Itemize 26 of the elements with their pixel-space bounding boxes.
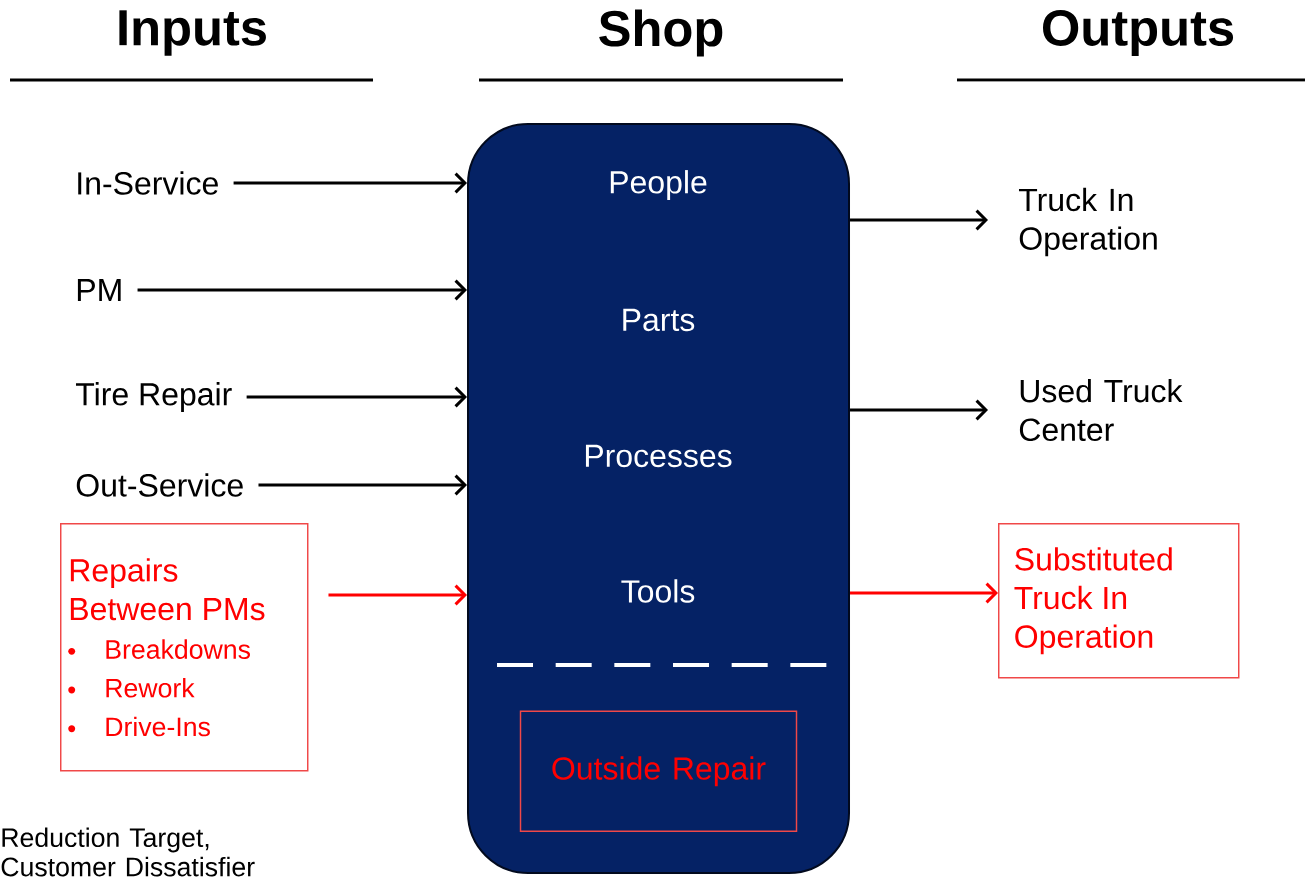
output-label: Used Truck Center xyxy=(1019,378,1183,442)
input-label: PM xyxy=(77,279,121,301)
arrow xyxy=(233,172,467,194)
column-heading: Outputs xyxy=(1043,10,1234,56)
column-heading: Inputs xyxy=(119,10,266,56)
resource-label: Processes xyxy=(585,444,732,468)
arrow xyxy=(850,399,988,421)
arrow xyxy=(258,474,467,496)
arrow xyxy=(137,279,467,301)
column-heading: Shop xyxy=(599,9,723,57)
outside-repair-box: Outside Repair xyxy=(519,710,798,832)
arrow xyxy=(850,582,998,604)
input-label: In-Service xyxy=(78,171,218,195)
input-box: Repairs Between PMs Breakdowns Rework Drive-Ins xyxy=(60,523,309,772)
arrow xyxy=(246,386,467,408)
resource-label: Parts xyxy=(623,308,695,332)
resource-label: People xyxy=(610,170,707,200)
arrow xyxy=(850,209,988,231)
resource-label: Tools xyxy=(621,579,695,603)
shop-box xyxy=(467,123,850,874)
note-text: Reduction Target, Customer Dissatisfier xyxy=(1,827,255,877)
output-box: Substituted Truck In Operation xyxy=(998,523,1240,679)
input-label: Out-Service xyxy=(76,473,243,497)
arrow xyxy=(328,584,467,606)
output-label: Truck In Operation xyxy=(1019,187,1157,257)
input-label: Tire Repair xyxy=(76,382,232,412)
